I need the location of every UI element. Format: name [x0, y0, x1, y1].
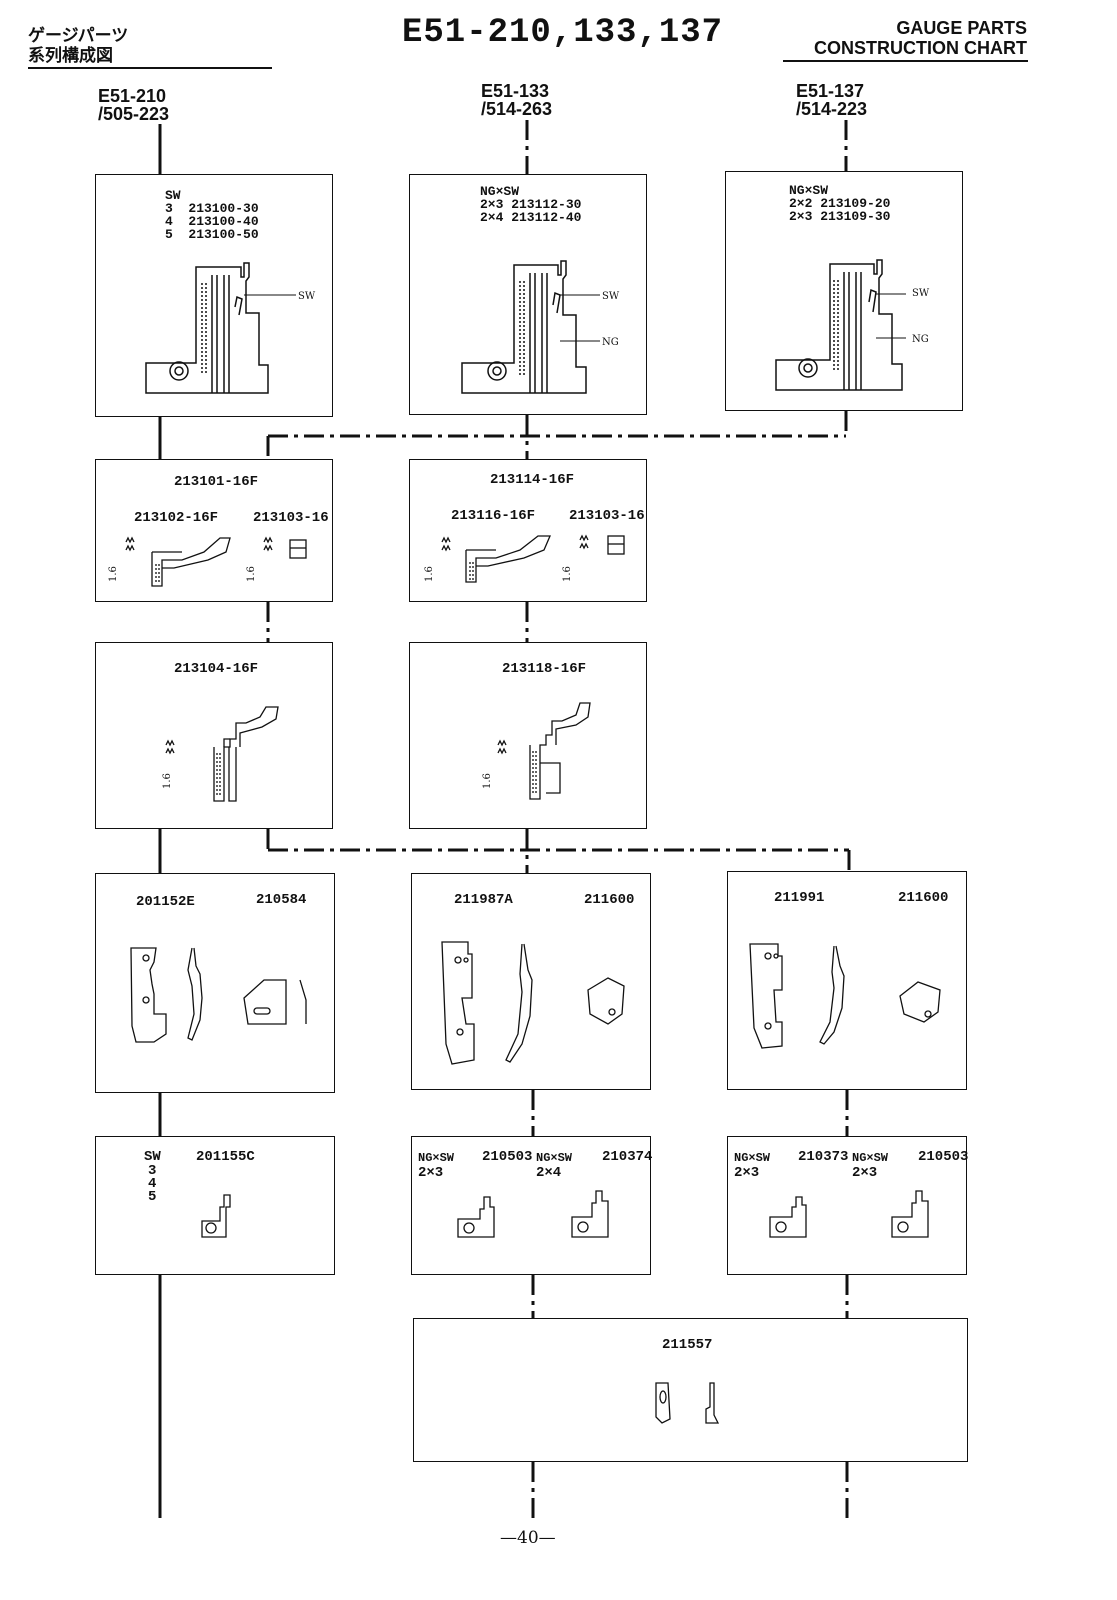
needle-plate-drawing: SW NG — [461, 260, 620, 394]
gauge-label: 1.6 — [562, 566, 573, 582]
looper-part: 211600 — [584, 892, 635, 908]
looper-drawing — [130, 947, 307, 1043]
spreader-part: 210373 — [798, 1149, 849, 1165]
bottom-part-box: 211557 — [413, 1318, 968, 1462]
column-subclass: /514-223 — [796, 99, 868, 119]
looper-part: 210584 — [256, 892, 307, 908]
column-header-e51-210: E51-210 /505-223 — [98, 87, 169, 123]
gauge-label: 1.6 — [246, 566, 257, 582]
callout-sw: SW — [298, 291, 316, 302]
looper-box-col3: 211991 211600 — [727, 871, 967, 1090]
needle-plate-spec: SW 3 213100-30 4 213100-40 5 213100-50 — [165, 188, 259, 242]
spreader-size: 2×4 — [536, 1165, 562, 1181]
spreader-size: 2×3 — [734, 1165, 760, 1181]
presser-foot-part: 213104-16F — [174, 661, 259, 677]
spreader-label: NG×SW — [852, 1151, 889, 1165]
differential-feed-dog-part: 213103-16 — [253, 510, 329, 526]
column-subclass: /505-223 — [98, 104, 170, 124]
header-en-title: GAUGE PARTS CONSTRUCTION CHART — [814, 18, 1027, 58]
header-jp-title: ゲージパーツ 系列構成図 — [28, 26, 128, 66]
main-feed-dog-part: 213116-16F — [451, 508, 536, 524]
needle-plate-drawing: SW — [145, 262, 316, 394]
spreader-label: NG×SW — [734, 1151, 771, 1165]
differential-feed-dog-part: 213103-16 — [569, 508, 645, 524]
looper-part: 211987A — [454, 892, 513, 908]
spreader-drawing — [201, 1194, 231, 1238]
callout-sw: SW — [912, 288, 930, 299]
column-header-e51-133: E51-133 /514-263 — [481, 82, 552, 118]
column-subclass: /514-263 — [481, 99, 553, 119]
spreader-box-col2: NG×SW 210503 2×3 NG×SW 210374 2×4 — [411, 1136, 653, 1275]
presser-foot-part: 213118-16F — [502, 661, 587, 677]
header-left-rule — [28, 67, 272, 69]
feed-dog-set-part: 213114-16F — [490, 472, 575, 488]
column-model: E51-137 — [796, 81, 865, 101]
spreader-box-col1: SW 201155C 3 4 5 — [95, 1136, 335, 1275]
spreader-box-col3: NG×SW 210373 2×3 NG×SW 210503 2×3 — [727, 1136, 969, 1275]
gauge-label: 1.6 — [424, 566, 435, 582]
presser-foot-drawing: 1.6 — [162, 706, 279, 802]
looper-part: 211991 — [774, 890, 825, 906]
gauge-label: 1.6 — [162, 773, 173, 789]
feed-dog-set-part: 213101-16F — [174, 474, 259, 490]
needle-plate-drawing: SW NG — [775, 259, 930, 391]
page-title: E51-210,133,137 — [402, 14, 724, 52]
spreader-part: 201155C — [196, 1149, 255, 1165]
spreader-drawing — [457, 1190, 609, 1238]
spreader-part: 210503 — [918, 1149, 969, 1165]
spreader-sizes: 3 4 5 — [148, 1163, 157, 1205]
feed-dog-drawing: 1.6 1.6 — [424, 534, 625, 583]
callout-ng: NG — [602, 337, 619, 348]
column-model: E51-210 — [98, 86, 167, 106]
main-feed-dog-part: 213102-16F — [134, 510, 219, 526]
bottom-part-drawing — [655, 1382, 720, 1424]
looper-drawing — [441, 941, 625, 1065]
looper-part: 201152E — [136, 894, 195, 910]
looper-part: 211600 — [898, 890, 949, 906]
spreader-label-sw: SW — [144, 1149, 161, 1165]
spreader-part: 210374 — [602, 1149, 653, 1165]
needle-plate-spec: NG×SW 2×3 213112-30 2×4 213112-40 — [480, 184, 582, 225]
header-en-line2: CONSTRUCTION CHART — [814, 38, 1027, 58]
spreader-label: NG×SW — [536, 1151, 573, 1165]
feed-dog-drawing: 1.6 1.6 — [108, 536, 307, 587]
feed-dog-box-col1: 213101-16F 213102-16F 213103-16 1.6 1.6 — [95, 459, 333, 602]
looper-drawing — [749, 943, 941, 1049]
looper-box-col2: 211987A 211600 — [411, 873, 651, 1090]
looper-box-col1: 201152E 210584 — [95, 873, 335, 1093]
spreader-size: 2×3 — [418, 1165, 444, 1181]
header-jp-line2: 系列構成図 — [28, 46, 113, 66]
bottom-part-number: 211557 — [662, 1337, 713, 1353]
size-value: 5 — [148, 1189, 157, 1205]
column-header-e51-137: E51-137 /514-223 — [796, 82, 867, 118]
presser-foot-box-col2: 213118-16F 1.6 — [409, 642, 647, 829]
header-jp-line1: ゲージパーツ — [28, 26, 129, 46]
page-number: —40— — [500, 1528, 556, 1548]
callout-sw: SW — [602, 291, 620, 302]
size-value: 3 — [148, 1163, 157, 1179]
gauge-label: 1.6 — [482, 773, 493, 789]
column-model: E51-133 — [481, 81, 550, 101]
presser-foot-drawing: 1.6 — [482, 702, 591, 800]
needle-plate-box-col2: NG×SW 2×3 213112-30 2×4 213112-40 SW NG — [409, 174, 647, 415]
needle-plate-box-col3: NG×SW 2×2 213109-20 2×3 213109-30 SW NG — [725, 171, 963, 411]
size-value: 4 — [148, 1176, 157, 1192]
header-en-line1: GAUGE PARTS — [896, 18, 1027, 38]
header-right-rule — [783, 60, 1028, 62]
callout-ng: NG — [912, 334, 929, 345]
needle-plate-box-col1: SW 3 213100-30 4 213100-40 5 213100-50 S… — [95, 174, 333, 417]
feed-dog-box-col2: 213114-16F 213116-16F 213103-16 1.6 1.6 — [409, 459, 647, 602]
spreader-part: 210503 — [482, 1149, 533, 1165]
spreader-drawing — [769, 1190, 929, 1238]
presser-foot-box-col1: 213104-16F 1.6 — [95, 642, 333, 829]
gauge-label: 1.6 — [108, 566, 119, 582]
needle-plate-spec: NG×SW 2×2 213109-20 2×3 213109-30 — [789, 183, 891, 224]
spreader-label: NG×SW — [418, 1151, 455, 1165]
spreader-size: 2×3 — [852, 1165, 878, 1181]
